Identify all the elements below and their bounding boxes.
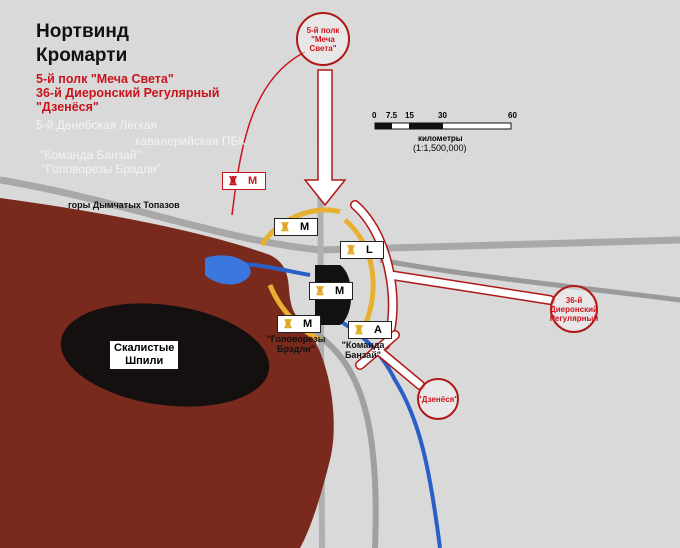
attack-arrow-north — [303, 69, 347, 207]
unit-marker-bradley[interactable]: ♜M — [277, 315, 321, 333]
mech-icon: ♜ — [345, 243, 357, 257]
mech-icon: ♜ — [282, 317, 294, 331]
scale-ratio: (1:1,500,000) — [413, 143, 467, 153]
unit-marker[interactable]: ♜L — [340, 241, 384, 259]
defender-legend-3: "Команда Банзай" — [40, 148, 141, 162]
scale-ticks: 0 7.5 15 30 60 — [372, 111, 517, 120]
attack-line-west — [231, 51, 306, 216]
road — [0, 176, 680, 254]
defender-legend-1: 5-й Денебская Лёгкая — [36, 118, 158, 132]
mountains-label: горы Дымчатых Топазов — [68, 200, 180, 210]
attacker-circle-dzenesya: "Дзенёся" — [417, 378, 459, 420]
attacker-legend: 5-й полк "Меча Света"36-й Диеронский Рег… — [36, 72, 220, 114]
unit-marker-banzai[interactable]: ♜A — [348, 321, 392, 339]
unit-marker[interactable]: ♜M — [274, 218, 318, 236]
mech-icon: ♜ — [227, 174, 239, 188]
unit-marker-attacker[interactable]: ♜M — [222, 172, 266, 190]
defense-arc — [343, 218, 376, 326]
scale-unit: километры — [418, 134, 463, 143]
road — [379, 257, 680, 303]
defense-arc — [259, 207, 341, 247]
unit-label-banzai: "Команда Банзай" — [341, 340, 385, 360]
mech-icon: ♜ — [353, 323, 365, 337]
road — [308, 327, 379, 548]
attack-arrow-south-inner — [356, 331, 424, 389]
mech-icon: ♜ — [279, 220, 291, 234]
unit-label-bradley: "Головорезы Брэдли" — [266, 334, 326, 354]
mech-icon: ♜ — [314, 284, 326, 298]
lake — [205, 255, 251, 285]
unit-marker[interactable]: ♜M — [309, 282, 353, 300]
defender-legend-2: кавалерийская ПБК — [135, 134, 246, 148]
defender-legend-4: "Головорезы Брэдли" — [42, 162, 162, 176]
